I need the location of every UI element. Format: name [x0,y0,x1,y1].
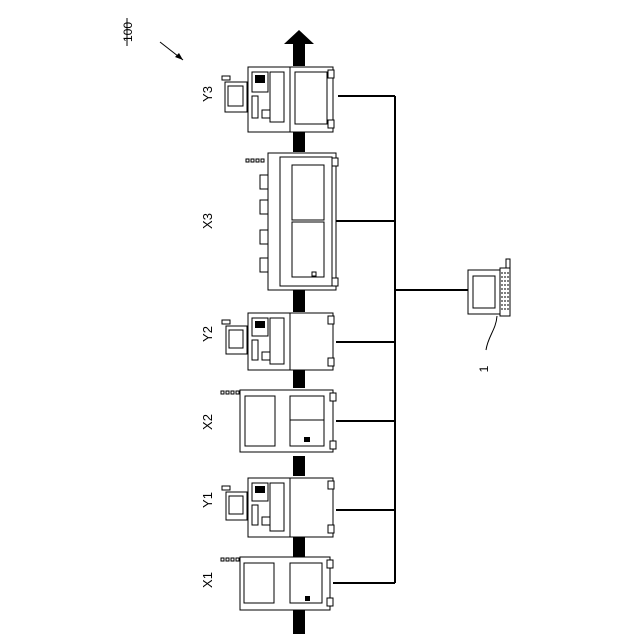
indicator-dot [261,159,264,162]
indicator-dot [251,159,254,162]
flow-direction-arrow [284,30,314,44]
machine-button [262,352,270,360]
machine-y2: Y2 [200,313,334,370]
conveyor-segment [293,290,305,312]
machine-foot [328,481,334,489]
machine-foot [328,525,334,533]
machine-foot [330,393,336,401]
indicator-dot [226,391,229,394]
machine-button [262,110,270,118]
machine-panel-display [255,486,265,493]
machine-label: Y2 [200,326,215,342]
machine-foot [328,70,334,78]
indicator-dot [231,391,234,394]
reference-numeral-text: 100 [121,22,135,42]
machine-y1: Y1 [200,478,334,537]
indicator-dot [231,558,234,561]
machine-x3: X3 [200,153,338,290]
management-terminal: 1 [468,259,510,372]
machine-foot [328,358,334,366]
machine-foot [327,560,333,568]
indicator-dot [236,558,239,561]
machine-label: Y1 [200,492,215,508]
machine-latch [304,437,310,442]
machine-x1: X1 [200,557,333,610]
indicator-dot [236,391,239,394]
machine-y3: Y3 [200,67,334,132]
machine-foot [332,158,338,166]
network-bus [333,96,468,583]
terminal-leader-line [486,316,497,350]
indicator-dot [221,391,224,394]
machine-port [260,230,268,244]
terminal-peripheral [506,259,510,268]
conveyor-segment [293,456,305,476]
machine-port [260,175,268,189]
machine-button [262,517,270,525]
machine-foot [332,278,338,286]
machine-foot [330,441,336,449]
indicator-dot [226,558,229,561]
terminal-numeral: 1 [477,365,491,372]
machine-label: Y3 [200,86,215,102]
machine-x2: X2 [200,390,336,452]
conveyor-segment [293,370,305,388]
indicator-dot [221,558,224,561]
operator-light [222,486,230,490]
machine-label: X1 [200,572,215,588]
machine-label: X2 [200,414,215,430]
machine-foot [328,316,334,324]
machine-panel-display [255,321,265,328]
conveyor-segment [293,132,305,152]
machine-body [240,557,330,610]
indicator-dot [256,159,259,162]
machine-body [240,390,333,452]
operator-light [222,76,230,80]
machine-foot [328,120,334,128]
machine-panel-display [255,75,265,83]
indicator-dot [246,159,249,162]
operator-light [222,320,230,324]
machine-label: X3 [200,213,215,229]
machine-foot [327,598,333,606]
machine-port [260,200,268,214]
conveyor-segment [293,610,305,634]
conveyor-segment [293,44,305,66]
machine-port [260,258,268,272]
conveyor-segment [293,537,305,557]
reference-100: 100 [121,18,183,60]
machine-latch [305,596,310,601]
